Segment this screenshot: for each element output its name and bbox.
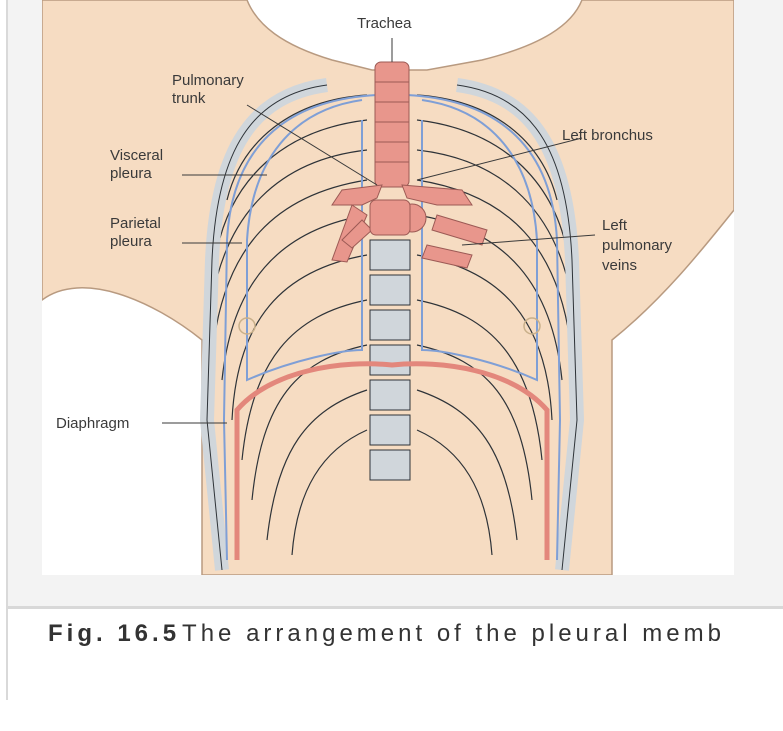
label-left-pulmonary-veins-3: veins [602,257,637,274]
label-parietal-pleura-1: Parietal [110,215,161,232]
label-left-pulmonary-veins-1: Left [602,217,628,234]
label-visceral-pleura-1: Visceral [110,147,163,164]
figure-number: Fig. 16.5 [48,620,180,647]
figure-caption: Fig. 16.5The arrangement of the pleural … [48,620,725,648]
label-visceral-pleura-2: pleura [110,165,152,182]
label-trachea: Trachea [357,15,412,32]
vertebral-column [370,240,410,480]
label-diaphragm: Diaphragm [56,415,129,432]
panel-divider [8,606,783,609]
caption-text: The arrangement of the pleural memb [182,620,725,647]
pleura-anatomy-illustration: Trachea Pulmonary trunk Left bronchus Vi… [42,0,734,575]
label-pulmonary-trunk-2: trunk [172,90,206,107]
figure-panel: Trachea Pulmonary trunk Left bronchus Vi… [8,0,783,606]
label-pulmonary-trunk-1: Pulmonary [172,72,244,89]
trachea [375,62,409,187]
label-parietal-pleura-2: pleura [110,233,152,250]
label-left-pulmonary-veins-2: pulmonary [602,237,673,254]
label-left-bronchus: Left bronchus [562,127,653,144]
